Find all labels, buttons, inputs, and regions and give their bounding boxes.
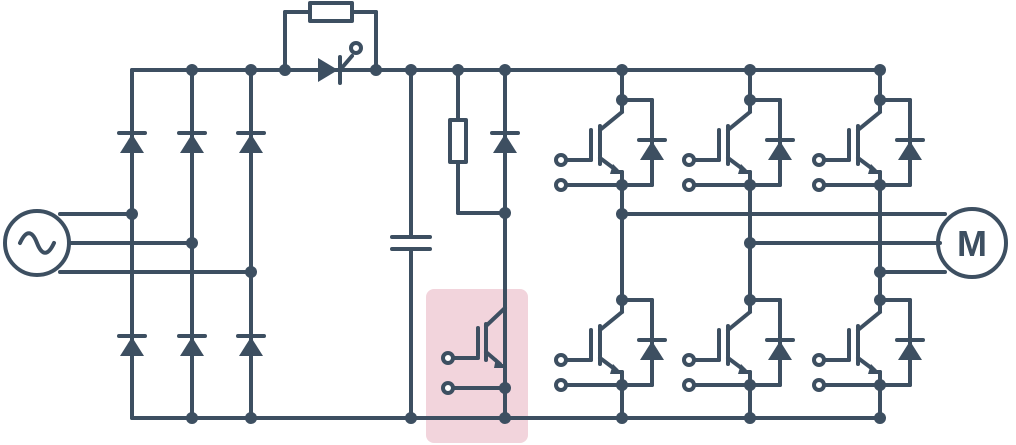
capacitor-icon	[390, 64, 432, 424]
igbt-icon	[812, 294, 925, 392]
igbt-icon	[441, 298, 511, 395]
ac-source-icon	[3, 209, 71, 277]
motor-icon: M	[620, 207, 1008, 279]
resistor-icon	[308, 1, 354, 23]
brake-igbt-highlight	[426, 289, 528, 443]
igbt-icon	[682, 294, 795, 392]
inverter-leg	[812, 64, 925, 424]
rectifier-bridge	[117, 64, 266, 424]
diode-icon	[117, 131, 147, 153]
diode-icon	[177, 131, 207, 153]
inverter-bridge	[554, 64, 925, 424]
brake-chopper	[441, 64, 520, 424]
igbt-icon	[554, 294, 667, 392]
diode-icon	[236, 334, 266, 356]
inverter-leg	[554, 64, 667, 424]
ac-input-wires	[58, 212, 253, 274]
thyristor-icon	[318, 41, 363, 85]
igbt-icon	[812, 94, 925, 192]
diode-icon	[490, 131, 520, 153]
motor-label: M	[957, 223, 987, 264]
resistor-icon	[448, 118, 468, 164]
igbt-icon	[554, 94, 667, 192]
diode-icon	[117, 334, 147, 356]
igbt-icon	[682, 94, 795, 192]
diode-icon	[177, 334, 207, 356]
precharge-circuit	[279, 1, 382, 85]
diode-icon	[236, 131, 266, 153]
